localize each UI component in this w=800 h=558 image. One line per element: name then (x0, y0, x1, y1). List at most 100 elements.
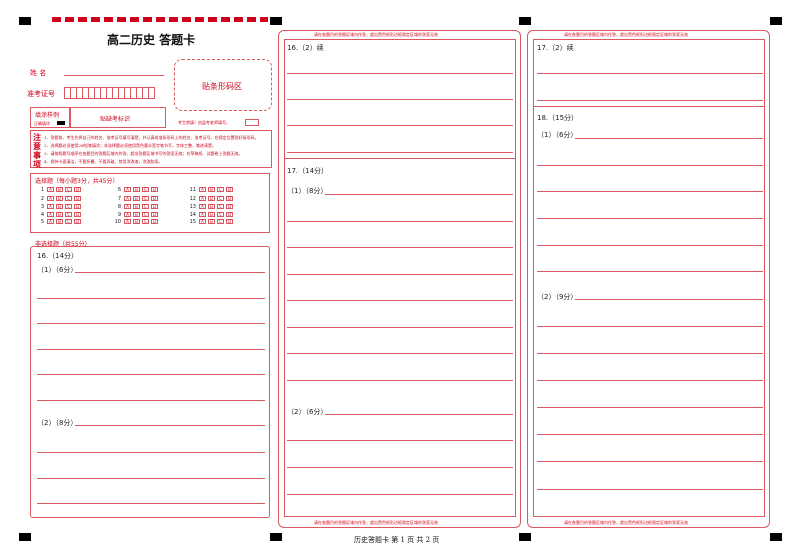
answer-bubble[interactable]: D (151, 204, 158, 209)
answer-bubble[interactable]: D (226, 187, 233, 192)
answer-line[interactable] (287, 300, 513, 301)
answer-bubble[interactable]: A (199, 204, 206, 209)
answer-line[interactable] (537, 271, 763, 272)
answer-line[interactable] (537, 380, 763, 381)
answer-line[interactable] (537, 191, 763, 192)
answer-bubble[interactable]: C (65, 204, 72, 209)
answer-bubble[interactable]: D (151, 219, 158, 224)
answer-line[interactable] (537, 489, 763, 490)
answer-bubble[interactable]: D (151, 212, 158, 217)
answer-bubble[interactable]: D (226, 204, 233, 209)
answer-line[interactable] (575, 138, 763, 139)
answer-bubble[interactable]: D (74, 187, 81, 192)
answer-bubble[interactable]: A (124, 204, 131, 209)
answer-bubble[interactable]: C (142, 187, 149, 192)
answer-bubble[interactable]: B (208, 219, 215, 224)
answer-bubble[interactable]: D (226, 212, 233, 217)
answer-bubble[interactable]: D (226, 196, 233, 201)
answer-line[interactable] (37, 323, 265, 324)
name-field-line[interactable] (64, 75, 164, 76)
answer-bubble[interactable]: C (217, 204, 224, 209)
answer-bubble[interactable]: D (74, 212, 81, 217)
answer-bubble[interactable]: A (199, 196, 206, 201)
answer-line[interactable] (537, 407, 763, 408)
answer-bubble[interactable]: C (217, 196, 224, 201)
answer-bubble[interactable]: B (133, 196, 140, 201)
answer-line[interactable] (287, 221, 513, 222)
answer-bubble[interactable]: A (47, 196, 54, 201)
answer-bubble[interactable]: C (217, 212, 224, 217)
answer-line[interactable] (37, 452, 265, 453)
answer-bubble[interactable]: B (208, 187, 215, 192)
answer-bubble[interactable]: C (142, 196, 149, 201)
answer-bubble[interactable]: D (151, 196, 158, 201)
answer-line[interactable] (287, 99, 513, 100)
answer-bubble[interactable]: B (56, 187, 63, 192)
answer-bubble[interactable]: A (47, 187, 54, 192)
answer-bubble[interactable]: A (124, 187, 131, 192)
answer-line[interactable] (287, 152, 513, 153)
answer-bubble[interactable]: B (208, 212, 215, 217)
answer-bubble[interactable]: D (226, 219, 233, 224)
answer-line[interactable] (537, 73, 763, 74)
answer-line[interactable] (537, 245, 763, 246)
answer-bubble[interactable]: C (142, 219, 149, 224)
answer-bubble[interactable]: C (65, 219, 72, 224)
answer-bubble[interactable]: D (151, 187, 158, 192)
answer-bubble[interactable]: C (65, 212, 72, 217)
answer-line[interactable] (575, 299, 763, 300)
answer-line[interactable] (37, 374, 265, 375)
absent-check-box[interactable] (245, 119, 259, 126)
answer-bubble[interactable]: A (199, 219, 206, 224)
answer-line[interactable] (287, 274, 513, 275)
answer-line[interactable] (325, 194, 513, 195)
answer-line[interactable] (75, 425, 265, 426)
answer-bubble[interactable]: B (56, 212, 63, 217)
answer-line[interactable] (537, 326, 763, 327)
answer-bubble[interactable]: A (199, 187, 206, 192)
answer-line[interactable] (37, 400, 265, 401)
answer-bubble[interactable]: C (65, 187, 72, 192)
answer-bubble[interactable]: A (47, 212, 54, 217)
answer-line[interactable] (37, 349, 265, 350)
answer-bubble[interactable]: A (124, 196, 131, 201)
answer-bubble[interactable]: A (47, 219, 54, 224)
answer-bubble[interactable]: A (124, 219, 131, 224)
answer-bubble[interactable]: D (74, 204, 81, 209)
answer-bubble[interactable]: B (133, 187, 140, 192)
answer-bubble[interactable]: A (47, 204, 54, 209)
answer-bubble[interactable]: C (142, 204, 149, 209)
answer-line[interactable] (37, 503, 265, 504)
answer-bubble[interactable]: B (208, 204, 215, 209)
answer-bubble[interactable]: B (133, 219, 140, 224)
answer-bubble[interactable]: B (56, 219, 63, 224)
answer-bubble[interactable]: D (74, 196, 81, 201)
answer-line[interactable] (537, 165, 763, 166)
answer-bubble[interactable]: C (217, 187, 224, 192)
answer-line[interactable] (287, 353, 513, 354)
answer-line[interactable] (537, 353, 763, 354)
answer-line[interactable] (537, 434, 763, 435)
answer-bubble[interactable]: C (142, 212, 149, 217)
answer-bubble[interactable]: B (208, 196, 215, 201)
answer-bubble[interactable]: B (133, 204, 140, 209)
answer-bubble[interactable]: B (133, 212, 140, 217)
answer-bubble[interactable]: A (199, 212, 206, 217)
answer-line[interactable] (37, 478, 265, 479)
answer-bubble[interactable]: C (217, 219, 224, 224)
answer-line[interactable] (287, 247, 513, 248)
answer-bubble[interactable]: D (74, 219, 81, 224)
answer-bubble[interactable]: A (124, 212, 131, 217)
answer-line[interactable] (287, 494, 513, 495)
answer-line[interactable] (287, 327, 513, 328)
answer-line[interactable] (537, 461, 763, 462)
answer-bubble[interactable]: C (65, 196, 72, 201)
exam-no-grid[interactable] (64, 87, 155, 99)
answer-line[interactable] (537, 100, 763, 101)
answer-bubble[interactable]: B (56, 196, 63, 201)
answer-line[interactable] (287, 440, 513, 441)
answer-line[interactable] (287, 467, 513, 468)
answer-line[interactable] (75, 272, 265, 273)
answer-line[interactable] (325, 414, 513, 415)
answer-line[interactable] (37, 298, 265, 299)
